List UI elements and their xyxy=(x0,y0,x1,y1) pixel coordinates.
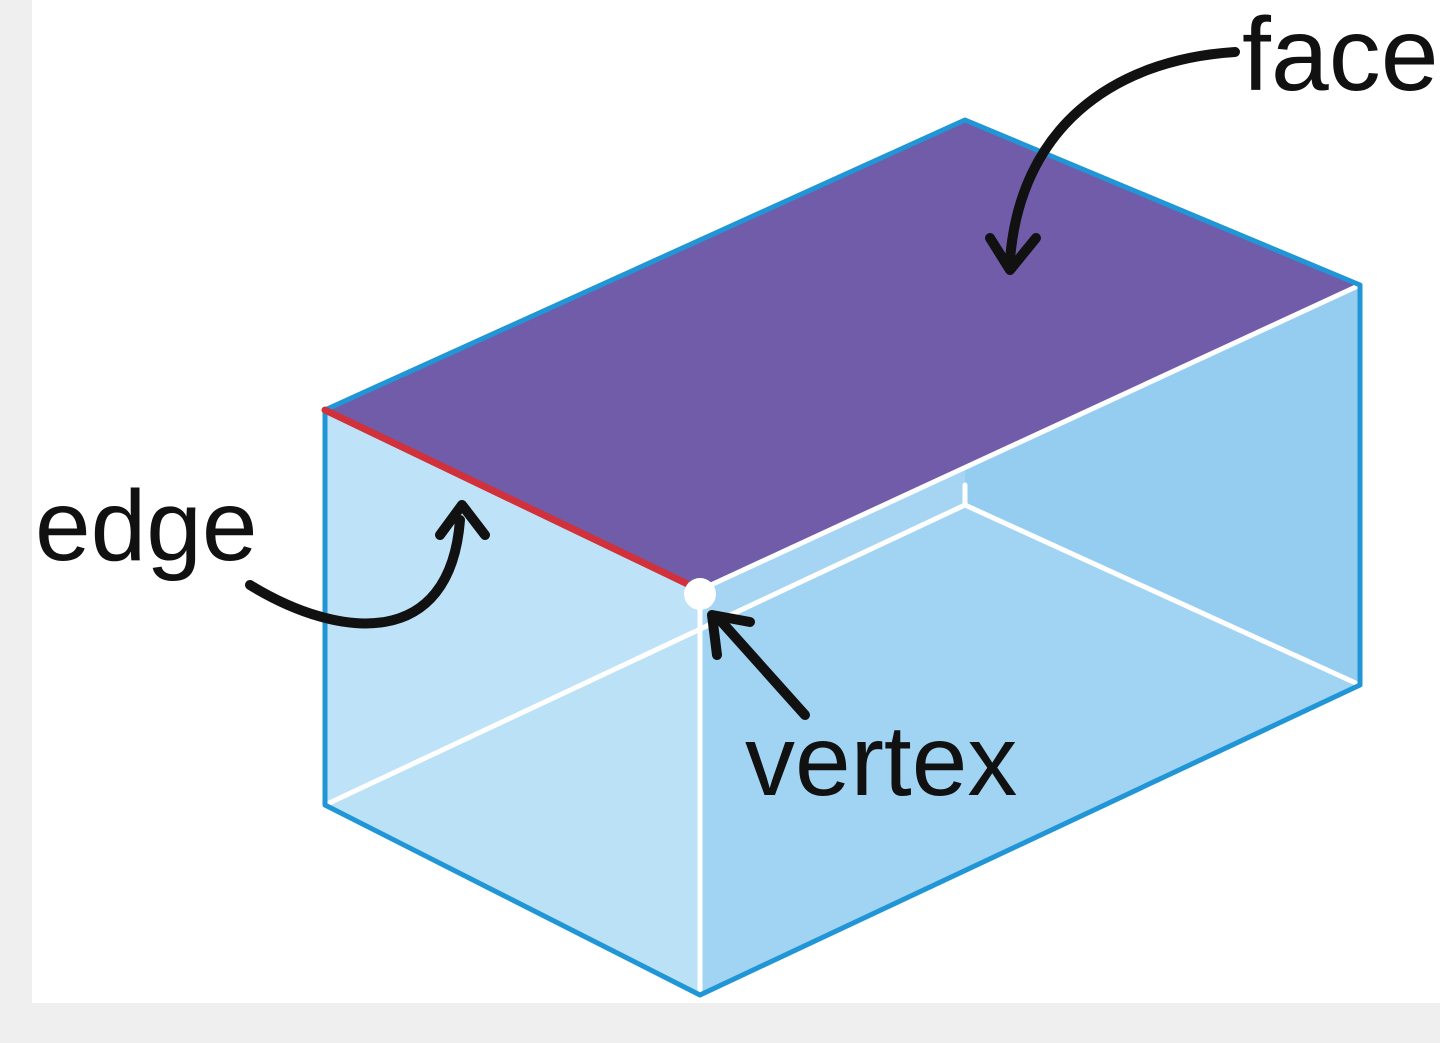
hidden-edge-bottom-right xyxy=(962,502,1363,688)
hidden-edges xyxy=(322,282,1363,998)
hidden-edge-bottom-left xyxy=(322,502,968,808)
right-front-face xyxy=(700,285,1360,995)
edge-arrowhead xyxy=(435,500,490,540)
vertex-arrowhead xyxy=(707,610,755,660)
top-face xyxy=(325,120,1360,590)
vertex-point xyxy=(684,578,716,610)
face-arrowhead xyxy=(985,233,1041,275)
left-front-face xyxy=(325,410,700,995)
edge-arrow xyxy=(245,515,465,629)
top-right-edge xyxy=(697,282,1363,593)
highlighted-edge xyxy=(321,406,704,594)
vertex-label: vertex xyxy=(745,705,1017,817)
face-label: face xyxy=(1242,0,1439,113)
outer-outline xyxy=(322,117,1363,998)
face-arrow xyxy=(1005,47,1240,265)
vertex-arrow xyxy=(715,615,810,720)
outer-outline-path xyxy=(322,117,1363,998)
annotation-arrows xyxy=(245,47,1240,720)
edge-label: edge xyxy=(35,470,257,582)
